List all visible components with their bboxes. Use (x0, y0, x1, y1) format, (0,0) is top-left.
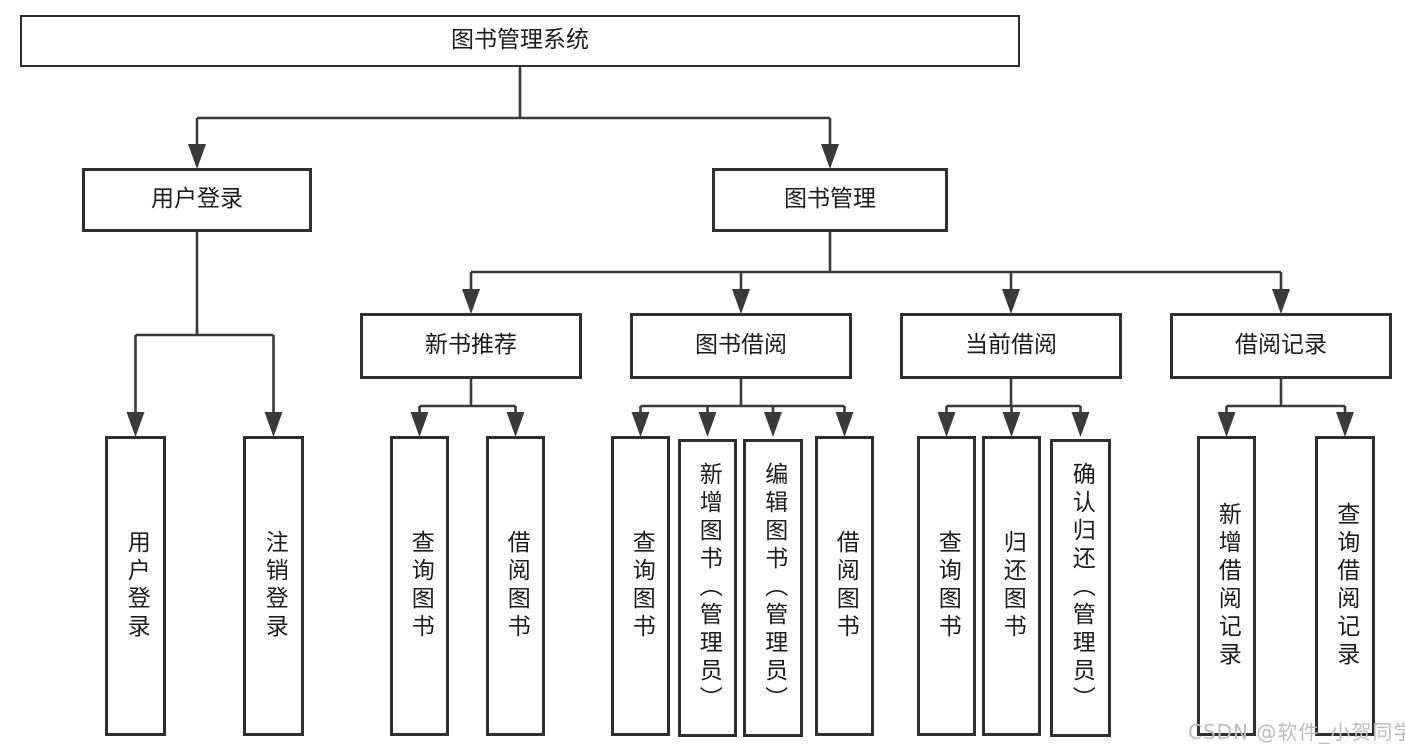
arrowhead-icon (835, 412, 854, 437)
leaf-recommend-query-books-label: 查询图书 (407, 530, 434, 642)
node-borrowing-records: 借阅记录 (1170, 313, 1392, 379)
arrowhead-icon (462, 289, 480, 314)
arrowhead-icon (764, 412, 782, 437)
arrowhead-icon (698, 412, 717, 437)
leaf-add-borrow-record-label: 新增借阅记录 (1214, 502, 1241, 670)
arrowhead-icon (631, 412, 650, 437)
connector-borrowing-records-children (1217, 379, 1354, 437)
leaf-confirm-return-admin: 确认归还（管理员） (1050, 439, 1111, 737)
arrowhead-icon (1002, 289, 1020, 314)
leaf-logout-login-label: 注销登录 (261, 530, 288, 642)
node-root: 图书管理系统 (20, 15, 1020, 67)
connector-root-to-level2 (188, 67, 839, 169)
leaf-current-query-books: 查询图书 (917, 436, 976, 736)
arrowhead-icon (1071, 412, 1090, 437)
leaf-user-login-label: 用户登录 (123, 530, 150, 642)
connector-book-borrowing-children (631, 379, 854, 437)
leaf-logout-login: 注销登录 (243, 436, 304, 736)
leaf-borrow-books: 借阅图书 (815, 436, 874, 736)
node-current-borrowing-label: 当前借阅 (965, 332, 1057, 359)
arrowhead-icon (188, 144, 206, 169)
arrowhead-icon (937, 412, 956, 437)
leaf-return-books: 归还图书 (982, 436, 1041, 736)
leaf-edit-books-admin-label: 编辑图书（管理员） (760, 462, 787, 714)
leaf-borrowing-query-books-label: 查询图书 (628, 530, 655, 642)
arrowhead-icon (821, 144, 839, 169)
node-borrowing-records-label: 借阅记录 (1235, 332, 1327, 359)
node-book-borrowing-label: 图书借阅 (695, 332, 787, 359)
node-new-book-recommend: 新书推荐 (360, 313, 582, 379)
leaf-confirm-return-admin-label: 确认归还（管理员） (1068, 462, 1095, 714)
node-user-login: 用户登录 (82, 168, 312, 232)
arrowhead-icon (732, 289, 750, 314)
node-book-borrowing: 图书借阅 (630, 313, 852, 379)
node-root-label: 图书管理系统 (451, 27, 589, 54)
watermark: CSDN @软件_小贺同学 (1188, 720, 1405, 744)
leaf-query-borrow-record: 查询借阅记录 (1315, 436, 1375, 736)
leaf-borrowing-query-books: 查询图书 (611, 436, 670, 736)
arrowhead-icon (264, 412, 283, 437)
arrowhead-icon (126, 412, 145, 437)
leaf-edit-books-admin: 编辑图书（管理员） (743, 439, 803, 737)
node-book-management-label: 图书管理 (784, 186, 876, 213)
node-current-borrowing: 当前借阅 (900, 313, 1122, 379)
arrowhead-icon (1002, 412, 1021, 437)
arrowhead-icon (410, 412, 429, 437)
leaf-recommend-query-books: 查询图书 (390, 436, 449, 736)
leaf-user-login: 用户登录 (105, 436, 166, 736)
node-user-login-label: 用户登录 (151, 186, 243, 213)
connector-user-login-children (126, 232, 283, 437)
leaf-query-borrow-record-label: 查询借阅记录 (1332, 502, 1359, 670)
connector-current-borrowing-children (937, 379, 1090, 437)
node-new-book-recommend-label: 新书推荐 (425, 332, 517, 359)
arrowhead-icon (1217, 412, 1236, 437)
leaf-add-borrow-record: 新增借阅记录 (1197, 436, 1256, 736)
connector-new-book-recommend-children (410, 379, 525, 437)
leaf-return-books-label: 归还图书 (999, 530, 1026, 642)
arrowhead-icon (506, 412, 525, 437)
connector-book-management-children (462, 232, 1290, 314)
leaf-recommend-borrow-books-label: 借阅图书 (503, 530, 530, 642)
leaf-borrow-books-label: 借阅图书 (832, 530, 859, 642)
arrowhead-icon (1336, 412, 1354, 437)
leaf-current-query-books-label: 查询图书 (934, 530, 961, 642)
node-book-management: 图书管理 (712, 168, 948, 232)
leaf-recommend-borrow-books: 借阅图书 (486, 436, 545, 736)
arrowhead-icon (1272, 289, 1290, 314)
leaf-add-books-admin-label: 新增图书（管理员） (695, 462, 722, 714)
leaf-add-books-admin: 新增图书（管理员） (678, 439, 737, 737)
